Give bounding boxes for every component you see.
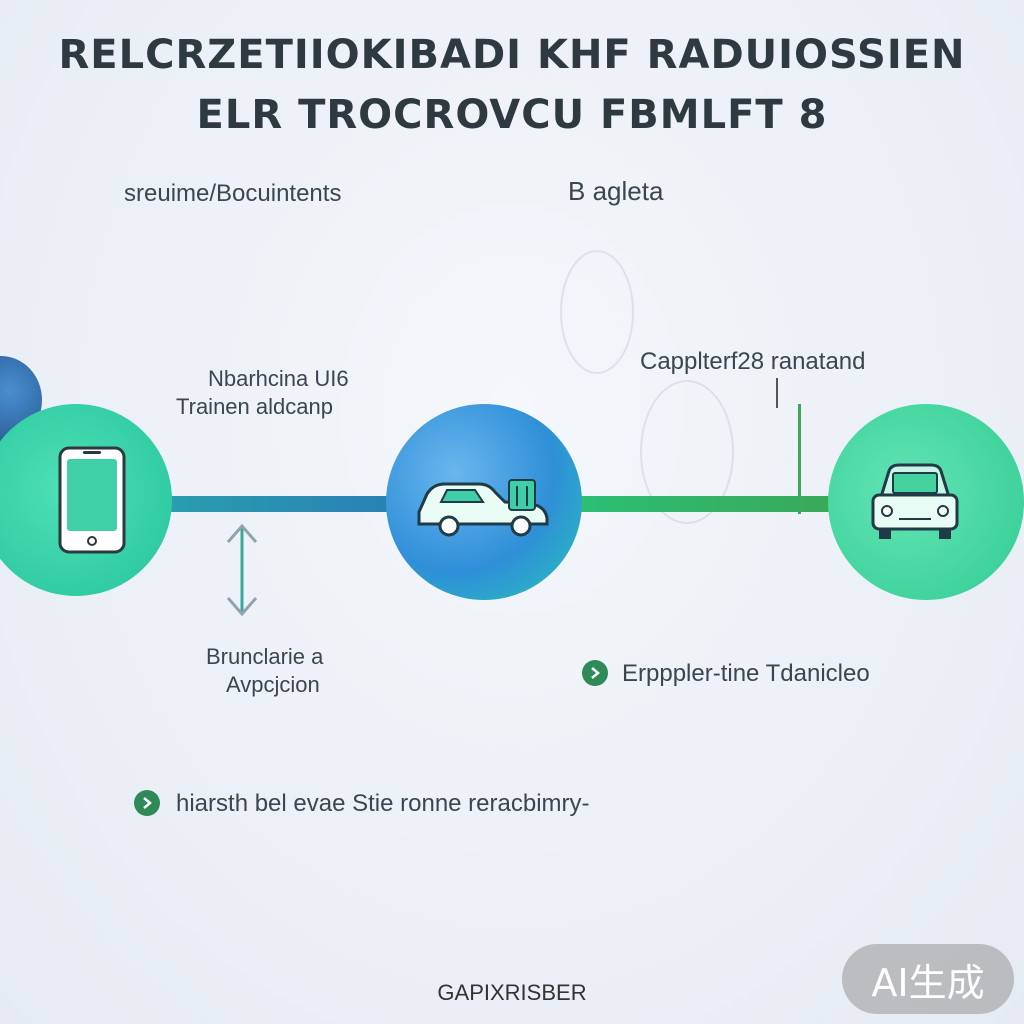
node1-top-label-line1: Nbarhcina UI6 xyxy=(208,366,349,391)
bullet-text-2: hiarsth bel evae Stie ronne reracbimry- xyxy=(176,790,590,817)
top-right-label: B agleta xyxy=(568,176,664,206)
chevron-right-icon xyxy=(591,667,600,679)
diagram-title-line-1: RELCRZETIIOKIBADI KHF RADUIOSSIEN xyxy=(58,32,966,78)
ai-generated-badge: AI生成 xyxy=(842,944,1014,1014)
car-front-icon xyxy=(871,463,959,539)
decorative-ring xyxy=(640,380,734,524)
double-arrow-icon xyxy=(226,523,258,617)
bullet-marker xyxy=(134,790,160,816)
node-smartphone xyxy=(0,404,172,596)
node3-top-label: Capplterf28 ranatand xyxy=(640,348,866,375)
node3-tick-line xyxy=(776,378,778,408)
chevron-right-icon xyxy=(143,797,152,809)
car-icon xyxy=(417,479,549,537)
node1-top-label-line2: Trainen aldcanp xyxy=(176,394,333,419)
connector-left xyxy=(160,496,400,512)
decorative-ring xyxy=(560,250,634,374)
connector-right xyxy=(578,496,834,512)
footer-text: GAPIXRISBER xyxy=(437,980,587,1005)
top-left-label: sreuime/Bocuintents xyxy=(124,180,342,207)
node-car-front xyxy=(828,404,1024,600)
node1-bottom-label-line2: Avpcjcion xyxy=(226,672,320,697)
bullet-marker xyxy=(582,660,608,686)
smartphone-icon xyxy=(58,446,126,554)
node1-bottom-label-line1: Brunclarie a xyxy=(206,644,324,669)
node3-marker-line xyxy=(798,404,801,514)
bullet-text-1: Erpppler-tine Tdanicleo xyxy=(622,660,870,687)
node-car xyxy=(386,404,582,600)
diagram-title-line-2: ELR TROCROVCU FBMLFT 8 xyxy=(196,92,828,138)
